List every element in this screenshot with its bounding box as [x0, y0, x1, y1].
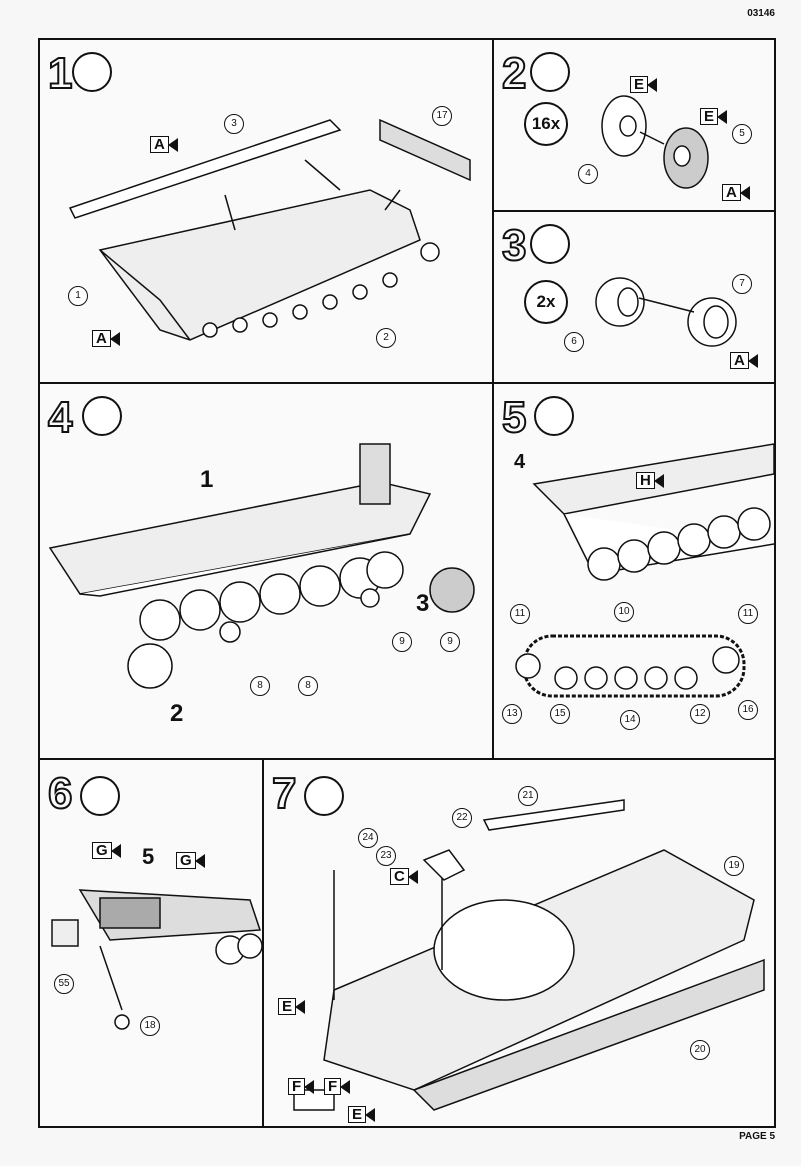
glue-icon [80, 776, 120, 816]
page-number: PAGE 5 [739, 1131, 775, 1142]
hull-upper-drawing [293, 799, 765, 1111]
step-number: 7 [271, 769, 298, 818]
flag-f: F [324, 1078, 351, 1095]
flag-g: G [92, 842, 121, 859]
sprocket-drawing [595, 277, 737, 347]
part-label-2: 2 [170, 700, 184, 727]
glue-icon [534, 396, 574, 436]
flag-g: G [176, 852, 205, 869]
callout-21: 21 [518, 786, 538, 806]
glue-icon [72, 52, 112, 92]
flag-c: C [390, 868, 418, 885]
quantity-badge: 16x [524, 102, 568, 146]
quantity-badge: 2x [524, 280, 568, 324]
callout-14: 14 [620, 710, 640, 730]
callout-9: 9 [392, 632, 412, 652]
callout-18: 18 [140, 1016, 160, 1036]
part-label-1: 1 [200, 466, 214, 493]
callout-24: 24 [358, 828, 378, 848]
part-label-3: 3 [416, 590, 430, 617]
callout-11: 11 [738, 604, 758, 624]
callout-55: 55 [54, 974, 74, 994]
glue-icon [304, 776, 344, 816]
step-number: 1 [47, 49, 74, 98]
glue-icon [530, 224, 570, 264]
callout-17: 17 [432, 106, 452, 126]
rear-hull-drawing [51, 889, 262, 1030]
callout-5: 5 [732, 124, 752, 144]
track-drawing [515, 443, 774, 698]
step-7-panel: 7 21 22 24 23 19 20 C E E F F [262, 758, 776, 1128]
callout-11: 11 [510, 604, 530, 624]
hull-wheels-drawing [48, 443, 475, 689]
flag-a: A [722, 184, 750, 201]
part-label-4: 4 [514, 451, 526, 473]
flag-e: E [700, 108, 728, 125]
hull-lower-drawing [68, 118, 471, 341]
callout-20: 20 [690, 1040, 710, 1060]
road-wheel-drawing [601, 95, 709, 189]
callout-19: 19 [724, 856, 744, 876]
callout-15: 15 [550, 704, 570, 724]
callout-6: 6 [564, 332, 584, 352]
step-number: 3 [501, 221, 528, 270]
flag-e: E [630, 76, 658, 93]
flag-a: A [150, 136, 178, 153]
step-1-panel: 1 3 17 1 2 A A [38, 38, 494, 384]
callout-23: 23 [376, 846, 396, 866]
callout-7: 7 [732, 274, 752, 294]
callout-8: 8 [250, 676, 270, 696]
callout-8: 8 [298, 676, 318, 696]
step-6-panel: 6 5 G G 55 18 [38, 758, 264, 1128]
step-5-panel: 5 4 H 10 11 11 13 15 14 12 16 [492, 382, 776, 760]
flag-f: F [288, 1078, 315, 1095]
flag-a: A [92, 330, 120, 347]
step-3-panel: 3 2x 6 7 A [492, 210, 776, 384]
callout-12: 12 [690, 704, 710, 724]
callout-9: 9 [440, 632, 460, 652]
step-number: 5 [501, 393, 528, 442]
callout-3: 3 [224, 114, 244, 134]
kit-code: 03146 [747, 8, 775, 19]
flag-e: E [348, 1106, 376, 1123]
callout-1: 1 [68, 286, 88, 306]
callout-10: 10 [614, 602, 634, 622]
flag-e: E [278, 998, 306, 1015]
callout-16: 16 [738, 700, 758, 720]
glue-icon [530, 52, 570, 92]
step-2-panel: 2 16x 4 5 E E A [492, 38, 776, 212]
callout-4: 4 [578, 164, 598, 184]
glue-icon [82, 396, 122, 436]
flag-h: H [636, 472, 664, 489]
step-number: 6 [47, 769, 74, 818]
flag-a: A [730, 352, 758, 369]
step-number: 2 [501, 49, 528, 98]
step-4-panel: 4 1 2 3 8 8 9 9 [38, 382, 494, 760]
part-label-5: 5 [142, 844, 155, 869]
callout-2: 2 [376, 328, 396, 348]
step-number: 4 [47, 393, 74, 442]
callout-22: 22 [452, 808, 472, 828]
callout-13: 13 [502, 704, 522, 724]
